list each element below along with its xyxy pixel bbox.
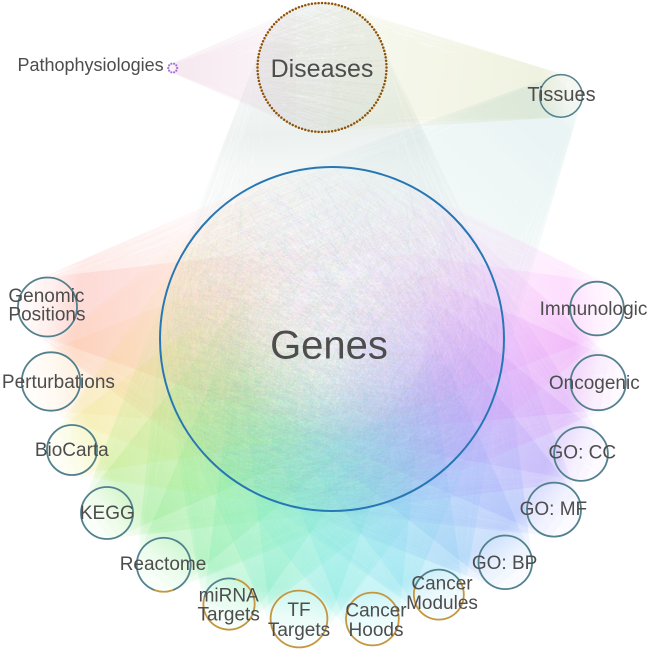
svg-text:GO: CC: GO: CC <box>549 443 617 464</box>
svg-text:Diseases: Diseases <box>271 55 374 83</box>
svg-text:Oncogenic: Oncogenic <box>549 373 640 394</box>
svg-text:Genomic: Genomic <box>8 286 84 307</box>
svg-text:Targets: Targets <box>268 620 330 641</box>
svg-text:miRNA: miRNA <box>199 586 259 607</box>
svg-text:Modules: Modules <box>406 593 478 614</box>
svg-text:Immunologic: Immunologic <box>540 299 648 320</box>
svg-text:TF: TF <box>287 600 310 621</box>
svg-text:Pathophysiologies: Pathophysiologies <box>18 55 164 75</box>
svg-text:Targets: Targets <box>198 605 260 626</box>
svg-text:Hoods: Hoods <box>349 620 404 641</box>
svg-text:Positions: Positions <box>8 305 85 326</box>
svg-text:Tissues: Tissues <box>527 84 595 106</box>
svg-text:Genes: Genes <box>270 324 388 368</box>
svg-text:KEGG: KEGG <box>80 503 135 524</box>
svg-text:Reactome: Reactome <box>120 554 207 575</box>
svg-text:GO: MF: GO: MF <box>520 499 588 520</box>
svg-text:GO: BP: GO: BP <box>472 553 537 574</box>
svg-text:Perturbations: Perturbations <box>2 372 115 393</box>
svg-text:Cancer: Cancer <box>411 574 473 595</box>
svg-text:BioCarta: BioCarta <box>35 440 109 461</box>
svg-text:Cancer: Cancer <box>345 600 407 621</box>
